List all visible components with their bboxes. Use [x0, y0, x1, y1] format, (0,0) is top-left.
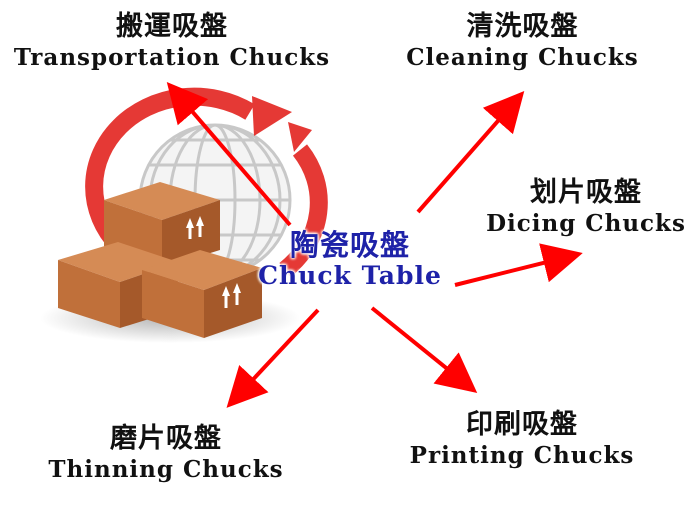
node-thinning-en: Thinning Chucks [48, 456, 284, 483]
arrow-to-transportation [166, 81, 292, 227]
node-thinning: 磨片吸盤 Thinning Chucks [36, 422, 296, 484]
cycle-arrow-icon [85, 87, 328, 278]
node-transportation-en: Transportation Chucks [13, 44, 331, 71]
node-dicing-en: Dicing Chucks [486, 210, 686, 237]
box-right [142, 250, 262, 338]
node-cleaning-en: Cleaning Chucks [406, 44, 639, 71]
arrow-to-dicing [454, 243, 583, 287]
node-center: 陶瓷吸盤 Chuck Table [252, 228, 448, 290]
node-cleaning: 清洗吸盤 Cleaning Chucks [395, 10, 650, 72]
arrow-to-printing [370, 306, 478, 394]
center-zh: 陶瓷吸盤 [289, 228, 410, 262]
node-printing-en: Printing Chucks [409, 442, 635, 469]
box-stack-icon [58, 182, 262, 338]
node-printing: 印刷吸盤 Printing Chucks [398, 408, 646, 470]
node-transportation-zh: 搬運吸盤 [116, 11, 228, 42]
node-cleaning-zh: 清洗吸盤 [466, 11, 579, 42]
arrows [166, 81, 583, 408]
node-dicing: 划片吸盤 Dicing Chucks [476, 176, 696, 238]
node-printing-zh: 印刷吸盤 [466, 409, 578, 440]
arrow-to-thinning [226, 308, 320, 408]
node-thinning-zh: 磨片吸盤 [110, 423, 222, 454]
arrow-to-cleaning [416, 90, 525, 214]
node-transportation: 搬運吸盤 Transportation Chucks [4, 10, 340, 72]
node-dicing-zh: 划片吸盤 [530, 177, 642, 208]
center-en: Chuck Table [258, 261, 442, 290]
